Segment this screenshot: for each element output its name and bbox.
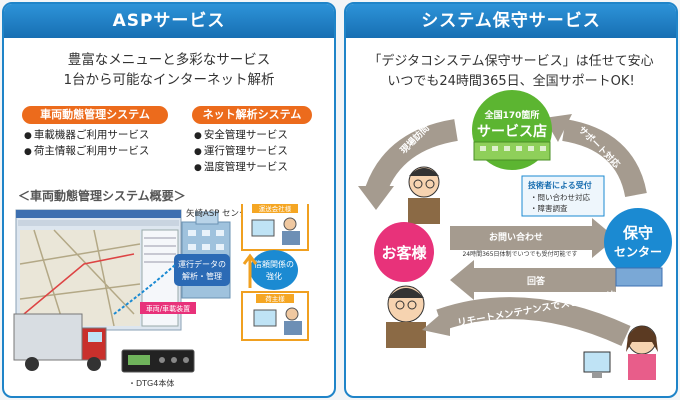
operator-label: 運送会社様: [259, 204, 292, 213]
truck-label-badge: [140, 302, 196, 314]
remote-arrow: [436, 297, 631, 346]
service-center-count: 全国170箇所: [484, 109, 540, 121]
truck-label: 車両/車載装置: [146, 304, 190, 313]
asp-lead-line2: 1台から可能なインターネット解析: [63, 72, 275, 88]
vehicle-system-tag: 車両動態管理システム: [22, 106, 168, 124]
tech-reception-box: [521, 175, 605, 217]
shipper-label: 荷主様: [265, 294, 285, 303]
inquiry-label: お問い合わせ: [489, 231, 543, 243]
vehicle-system-diagram: 矢崎ASP センター 運行データの 解析・管理 運送会社様 信頼関係の 強化 荷…: [13, 204, 309, 388]
analysis-bubble-text-1: 運行データの: [178, 259, 226, 269]
svg-text:強化: 強化: [266, 271, 282, 281]
svg-text:信頼関係の: 信頼関係の: [254, 259, 294, 269]
analysis-bubble-text-2: 解析・管理: [182, 271, 222, 281]
maintenance-center-label-1: 保守: [622, 224, 653, 242]
tech-reception-title: 技術者による受付: [528, 180, 592, 190]
operator-illustration: [583, 325, 658, 380]
asp-service-panel: ASPサービス 豊富なメニューと多彩なサービス 1台から可能なインターネット解析…: [2, 2, 336, 398]
net-service-list: 安全管理サービス 運行管理サービス 温度管理サービス: [194, 128, 288, 176]
answer-arrow: [450, 260, 616, 300]
maintenance-flow-diagram: 現場訪問・修理 サポート対応 全国170箇所 サービス店 技術者による受付 ・問…: [358, 90, 672, 380]
maintenance-center-circle: [604, 208, 672, 276]
asp-lead-line1: 豊富なメニューと多彩なサービス: [67, 52, 271, 68]
trust-bubble: [250, 250, 298, 290]
inquiry-sub: 24時間365日体制でいつでも受付可能です: [462, 250, 577, 258]
engineer-illustration: [408, 166, 440, 224]
maintenance-service-panel: システム保守サービス 「デジタコシステム保守サービス」は任せて安心 いつでも24…: [344, 2, 678, 398]
analysis-bubble: [174, 254, 230, 286]
maintenance-center-label-2: センター: [614, 245, 662, 259]
list-item: 温度管理サービス: [194, 160, 288, 176]
onsite-arrow: [365, 119, 459, 195]
customer-circle: [374, 222, 434, 282]
customer-label: お客様: [381, 244, 427, 262]
service-center-label: サービス店: [477, 123, 547, 140]
asp-panel-title: ASPサービス: [4, 4, 334, 38]
net-analysis-tag: ネット解析システム: [192, 106, 312, 124]
maintenance-panel-title: システム保守サービス: [346, 4, 676, 38]
tech-item-2: ・障害調査: [530, 203, 568, 213]
maintenance-lead-line1: 「デジタコシステム保守サービス」は任せて安心: [368, 54, 654, 69]
tech-item-1: ・問い合わせ対応: [530, 192, 590, 202]
overview-subtitle: ＜車両動態管理システム概要＞: [18, 189, 186, 203]
list-item: 安全管理サービス: [194, 128, 288, 144]
support-arrow: [561, 119, 647, 198]
asp-center-label: 矢崎ASP センター: [186, 208, 256, 219]
list-item: 車載機器ご利用サービス: [24, 128, 150, 144]
list-item: 荷主情報ご利用サービス: [24, 144, 150, 160]
vehicle-service-list: 車載機器ご利用サービス 荷主情報ご利用サービス: [24, 128, 150, 160]
maintenance-lead-line2: いつでも24時間365日、全国サポートOK!: [387, 74, 635, 89]
answer-label: 回答: [527, 275, 546, 287]
dtg4-caption: ・DTG4本体: [128, 378, 174, 388]
customer-illustration: [386, 285, 426, 348]
inquiry-arrow: [450, 218, 616, 258]
truck-illustration: [13, 313, 107, 371]
list-item: 運行管理サービス: [194, 144, 288, 160]
